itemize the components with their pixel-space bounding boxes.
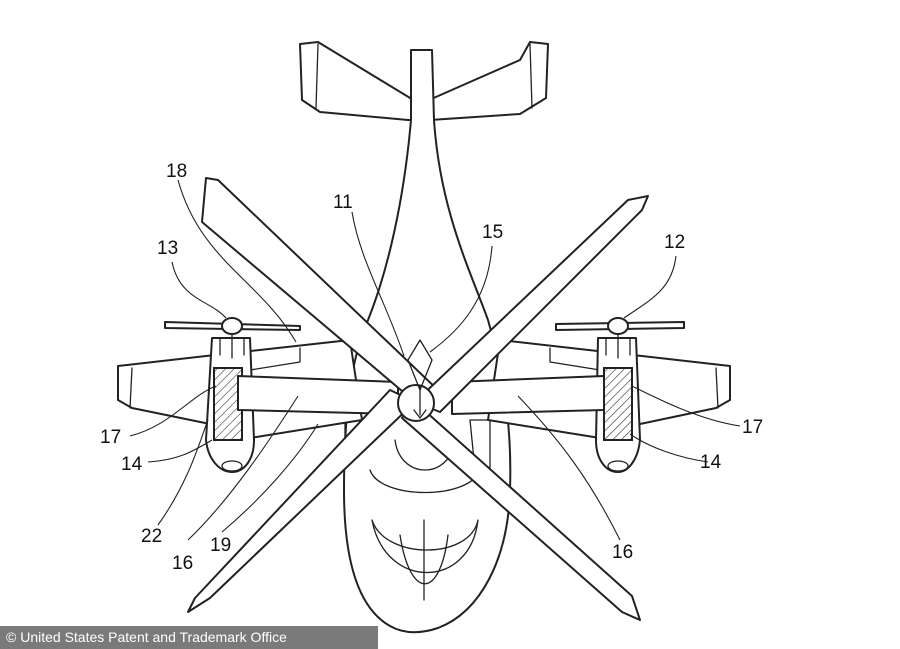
- ref-17-left: 17: [100, 427, 121, 448]
- ref-14-left: 14: [121, 454, 143, 475]
- ref-11: 11: [333, 192, 353, 213]
- right-nacelle: [555, 317, 685, 473]
- ref-17-right: 17: [742, 417, 763, 438]
- ref-22: 22: [141, 526, 162, 547]
- ref-18: 18: [166, 161, 187, 182]
- ref-16-left: 16: [172, 553, 193, 574]
- ref-15: 15: [482, 222, 503, 243]
- ref-19: 19: [210, 535, 231, 556]
- ref-13: 13: [157, 238, 178, 259]
- wing-spars: [237, 375, 605, 415]
- reference-numerals: 18 13 11 15 12 17 14 22 16 19 16 17 14: [100, 161, 763, 574]
- ref-14-right: 14: [700, 452, 722, 473]
- main-rotor: [187, 177, 649, 621]
- ref-12: 12: [664, 232, 685, 253]
- ref-16-right: 16: [612, 542, 633, 563]
- left-nacelle: [164, 317, 301, 473]
- copyright-credit: © United States Patent and Trademark Off…: [0, 626, 378, 649]
- leader-lines: [129, 179, 741, 541]
